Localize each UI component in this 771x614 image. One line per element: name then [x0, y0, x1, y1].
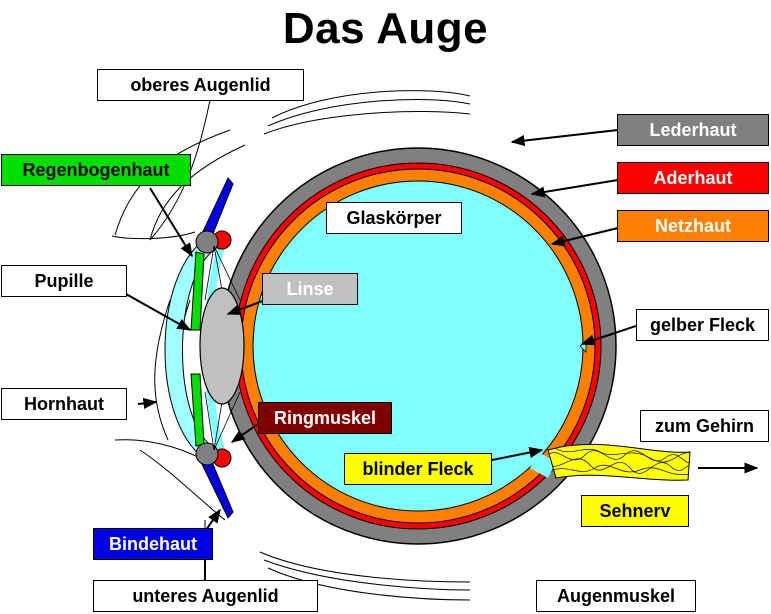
label-lederhaut: Lederhaut — [617, 114, 769, 146]
iris-top — [190, 251, 205, 331]
label-aderhaut: Aderhaut — [617, 162, 769, 194]
label-augenmuskel: Augenmuskel — [536, 580, 696, 612]
conjunctiva-bottom — [199, 459, 234, 519]
label-unteres-augenlid: unteres Augenlid — [93, 580, 318, 612]
conjunctiva-top — [199, 177, 234, 239]
lens — [199, 287, 245, 405]
label-bindehaut: Bindehaut — [93, 528, 213, 560]
label-arrows — [125, 129, 637, 580]
label-linse: Linse — [262, 273, 358, 305]
label-zum-gehirn: zum Gehirn — [640, 410, 769, 442]
label-ringmuskel: Ringmuskel — [258, 402, 392, 434]
zonule-fibers — [204, 245, 241, 451]
label-regenbogenhaut: Regenbogenhaut — [1, 154, 191, 186]
label-sehnerv: Sehnerv — [581, 495, 689, 527]
label-blinder-fleck: blinder Fleck — [344, 453, 492, 485]
label-glaskoerper: Glaskörper — [326, 202, 462, 234]
optic-nerve — [547, 443, 691, 481]
label-netzhaut: Netzhaut — [617, 210, 769, 242]
label-pupille: Pupille — [1, 265, 127, 297]
label-gelber-fleck: gelber Fleck — [636, 309, 769, 341]
label-hornhaut: Hornhaut — [1, 388, 127, 420]
page-title: Das Auge — [282, 4, 489, 53]
front-opening — [204, 244, 226, 452]
label-oberes-augenlid: oberes Augenlid — [97, 69, 304, 101]
ciliary-body-top — [195, 230, 232, 254]
ciliary-body-bottom — [195, 442, 232, 468]
blind-spot-gap — [530, 452, 556, 478]
